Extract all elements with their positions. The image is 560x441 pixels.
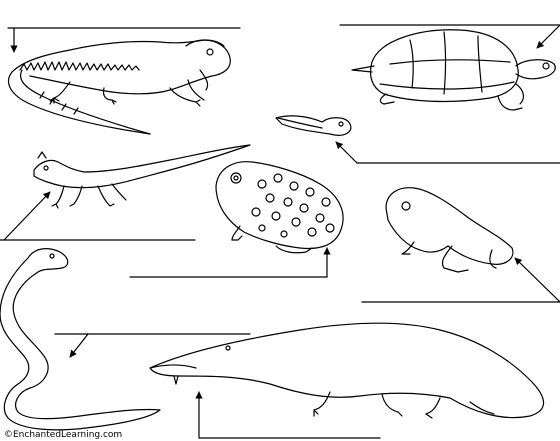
credit-text: ©EnchantedLearning.com	[4, 430, 122, 440]
toad-illustration	[215, 161, 344, 254]
label-line-crocodile[interactable]	[195, 391, 381, 439]
label-line-frog[interactable]	[361, 257, 560, 303]
label-line-iguana[interactable]	[7, 27, 241, 53]
frog-illustration	[385, 187, 514, 273]
crocodile-illustration	[149, 322, 545, 419]
iguana-illustration	[8, 39, 231, 135]
label-line-toad[interactable]	[129, 247, 331, 278]
tadpole-illustration	[275, 115, 352, 136]
label-line-lizard[interactable]	[0, 191, 196, 241]
snake-illustration	[0, 248, 161, 431]
label-line-tadpole[interactable]	[335, 141, 560, 164]
label-line-turtle[interactable]	[339, 24, 560, 49]
label-line-snake[interactable]	[54, 333, 251, 358]
lizard-illustration	[33, 144, 251, 209]
turtle-illustration	[351, 29, 556, 111]
